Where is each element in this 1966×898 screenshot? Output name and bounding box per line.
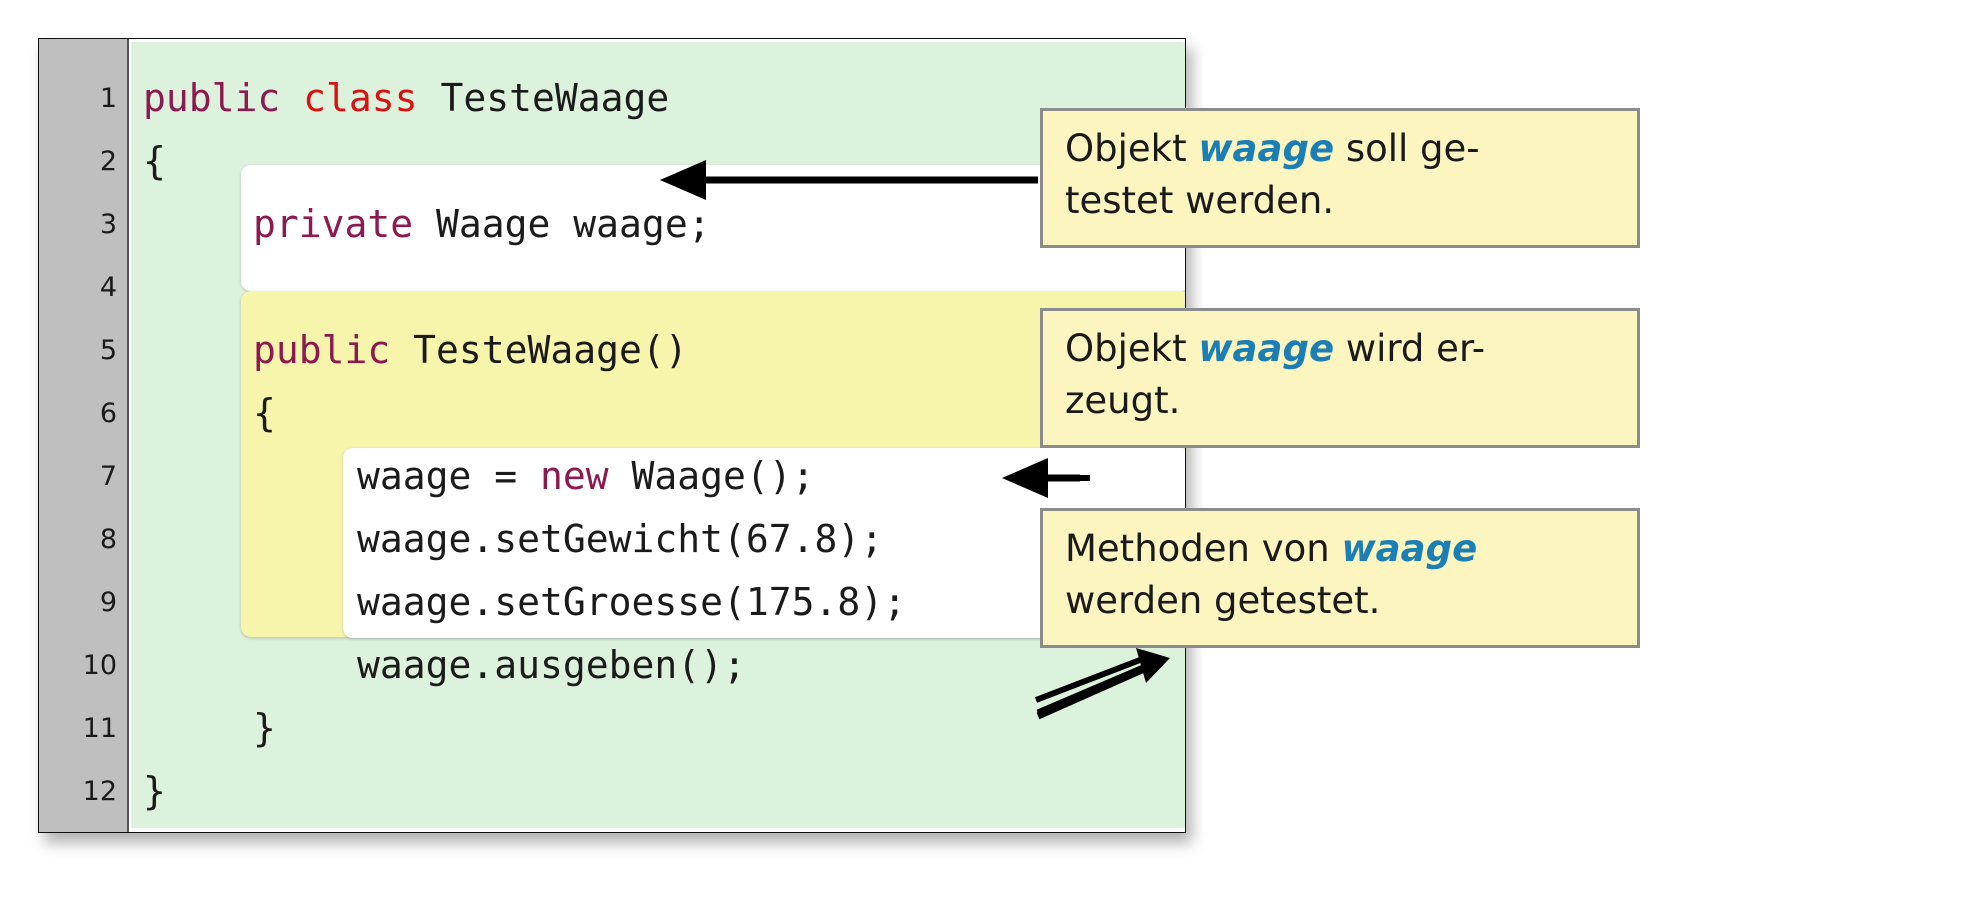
code-line-3: private Waage waage;: [253, 193, 711, 256]
field-declaration: Waage waage;: [413, 202, 711, 246]
line-number-gutter: 1 2 3 4 5 6 7 8 9 10 11 12: [39, 39, 129, 832]
code-line-12: }: [143, 769, 166, 813]
code-line-6: {: [253, 391, 276, 435]
callout-method-tests: Methoden von waage werden getestet.: [1040, 508, 1640, 648]
line-number: 10: [82, 650, 117, 681]
callout-text-line2: testet werden.: [1065, 179, 1335, 222]
line-number: 8: [99, 524, 117, 555]
line-number: 3: [99, 209, 117, 240]
constructor-signature: TesteWaage(): [390, 328, 688, 372]
code-line-10: waage.ausgeben();: [357, 643, 746, 687]
assignment-lhs: waage =: [357, 454, 541, 498]
arrow-method-calls: [1034, 657, 1142, 703]
line-number: 11: [82, 713, 117, 744]
class-name: TesteWaage: [440, 76, 670, 120]
code-editor-panel: 1 2 3 4 5 6 7 8 9 10 11 12 public class …: [38, 38, 1186, 833]
code-line-2: {: [143, 139, 166, 183]
callout-highlight-waage: waage: [1198, 327, 1335, 370]
callout-text-line2: werden getestet.: [1065, 579, 1381, 622]
line-number: 2: [99, 146, 117, 177]
keyword-public: public: [253, 328, 391, 372]
line-number: 12: [82, 776, 117, 807]
code-line-1: public class TesteWaage: [143, 67, 669, 130]
keyword-private: private: [253, 202, 414, 246]
arrow-to-method-calls: [1036, 648, 1170, 720]
callout-highlight-waage: waage: [1341, 527, 1478, 570]
callout-text-after: soll ge-: [1334, 127, 1480, 170]
arrow-to-instantiation-stmt: [1002, 458, 1078, 498]
code-line-9: waage.setGroesse(175.8);: [357, 580, 907, 624]
code-line-7: waage = new Waage();: [357, 445, 815, 508]
code-line-8: waage.setGewicht(67.8);: [357, 517, 884, 561]
code-surface[interactable]: public class TesteWaage { private Waage …: [131, 39, 1185, 832]
field-declaration-block: [241, 165, 1185, 291]
keyword-new: new: [540, 454, 609, 498]
callout-text-before: Methoden von: [1065, 527, 1342, 570]
code-line-5: public TesteWaage(): [253, 319, 688, 382]
code-line-11: }: [253, 706, 276, 750]
callout-object-creation: Objekt waage wird er- zeugt.: [1040, 308, 1640, 448]
callout-text-line2: zeugt.: [1065, 379, 1181, 422]
line-number: 1: [99, 83, 117, 114]
line-number: 6: [99, 398, 117, 429]
callout-text-before: Objekt: [1065, 327, 1199, 370]
callout-text-before: Objekt: [1065, 127, 1199, 170]
constructor-call: Waage();: [608, 454, 815, 498]
keyword-class: class: [303, 76, 418, 120]
callout-field-declaration: Objekt waage soll ge- testet werden.: [1040, 108, 1640, 248]
keyword-public: public: [143, 76, 281, 120]
callout-text-after: wird er-: [1334, 327, 1486, 370]
arrow-to-field-decl: [660, 160, 1038, 200]
line-number: 7: [99, 461, 117, 492]
line-number: 9: [99, 587, 117, 618]
line-number: 5: [99, 335, 117, 366]
line-number: 4: [99, 272, 117, 303]
callout-highlight-waage: waage: [1198, 127, 1335, 170]
